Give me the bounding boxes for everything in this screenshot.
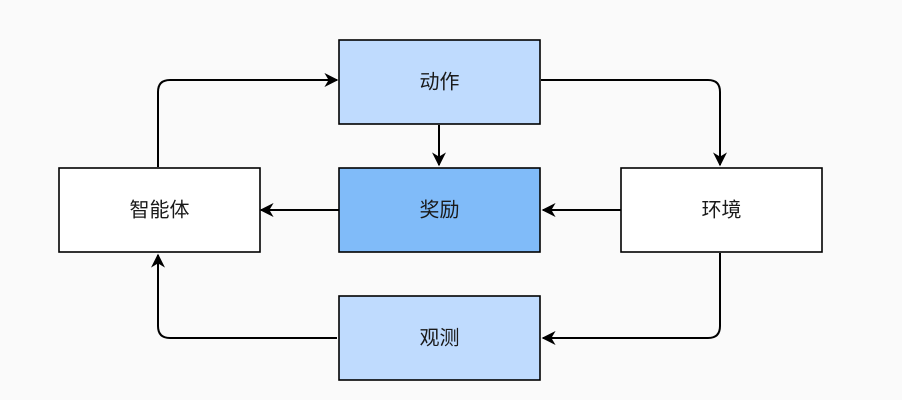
node-reward-label: 奖励 xyxy=(420,198,460,222)
node-reward: 奖励 xyxy=(338,167,541,253)
node-observation: 观测 xyxy=(338,295,541,381)
edge-action-to-environment xyxy=(541,79,727,167)
node-agent-label: 智能体 xyxy=(130,198,190,222)
edge-agent-to-action xyxy=(157,73,339,167)
node-action: 动作 xyxy=(338,39,541,125)
edge-environment-to-observation xyxy=(541,253,721,345)
node-environment: 环境 xyxy=(620,167,823,253)
node-agent: 智能体 xyxy=(58,167,261,253)
node-action-label: 动作 xyxy=(420,70,460,94)
node-environment-label: 环境 xyxy=(702,198,742,222)
node-observation-label: 观测 xyxy=(420,326,460,350)
edge-observation-to-agent xyxy=(151,253,337,339)
